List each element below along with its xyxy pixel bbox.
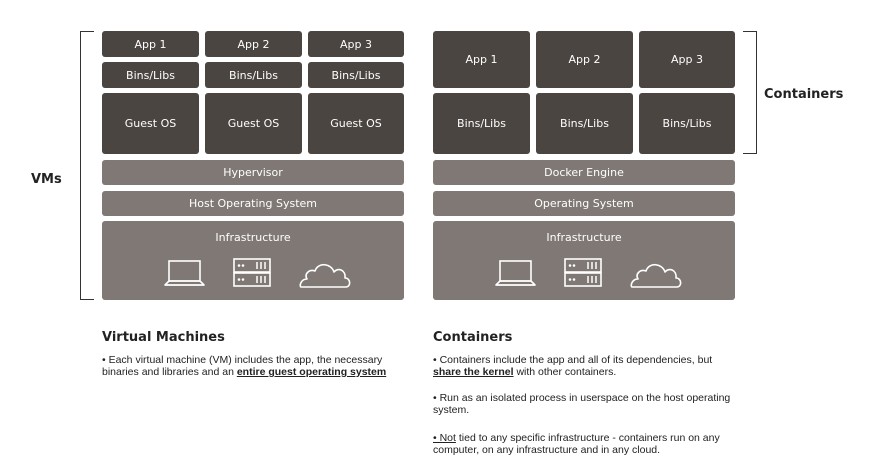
vm-bracket — [80, 31, 94, 300]
container-infrastructure-label: Infrastructure — [546, 231, 622, 244]
vm-host-os: Host Operating System — [102, 191, 404, 216]
containers-point-3: • Not tied to any specific infrastructur… — [433, 432, 743, 456]
docker-engine: Docker Engine — [433, 160, 735, 185]
containers-side-label: Containers — [764, 87, 844, 102]
vm-app-2: App 2 — [205, 31, 302, 57]
vm-bins-3: Bins/Libs — [308, 62, 404, 88]
containers-point-3-emphasis: • Not — [433, 432, 456, 444]
containers-heading: Containers — [433, 330, 513, 345]
vm-bins-1: Bins/Libs — [102, 62, 199, 88]
container-bins-1: Bins/Libs — [433, 93, 530, 154]
cloud-icon — [630, 263, 682, 288]
containers-point-1-emphasis: share the kernel — [433, 366, 514, 378]
container-os: Operating System — [433, 191, 735, 216]
vm-guest-os-2: Guest OS — [205, 93, 302, 154]
containers-bracket — [743, 31, 757, 154]
vm-app-1: App 1 — [102, 31, 199, 57]
cloud-icon — [299, 263, 351, 288]
containers-point-3-text: tied to any specific infrastructure - co… — [433, 432, 720, 456]
containers-point-1-text: • Containers include the app and all of … — [433, 354, 713, 366]
server-icon — [564, 258, 602, 287]
vm-description-emphasis: entire guest operating system — [236, 366, 387, 378]
containers-point-2: • Run as an isolated process in userspac… — [433, 392, 733, 416]
container-app-2: App 2 — [536, 31, 633, 88]
container-app-1: App 1 — [433, 31, 530, 88]
container-app-3: App 3 — [639, 31, 735, 88]
vm-bins-2: Bins/Libs — [205, 62, 302, 88]
vm-infrastructure: Infrastructure — [102, 221, 404, 300]
containers-point-1-suffix: with other containers. — [513, 366, 617, 378]
container-infrastructure: Infrastructure — [433, 221, 735, 300]
vm-infrastructure-label: Infrastructure — [215, 231, 291, 244]
vm-guest-os-1: Guest OS — [102, 93, 199, 154]
laptop-icon — [495, 260, 536, 286]
vm-description-text: • Each virtual machine (VM) includes the… — [102, 354, 383, 378]
container-bins-3: Bins/Libs — [639, 93, 735, 154]
vm-app-3: App 3 — [308, 31, 404, 57]
containers-point-2-text: • Run as an isolated process in userspac… — [433, 392, 731, 416]
vm-side-label: VMs — [31, 172, 62, 187]
vm-guest-os-3: Guest OS — [308, 93, 404, 154]
vm-description: • Each virtual machine (VM) includes the… — [102, 354, 387, 378]
containers-point-1: • Containers include the app and all of … — [433, 354, 733, 378]
server-icon — [233, 258, 271, 287]
vm-hypervisor: Hypervisor — [102, 160, 404, 185]
vm-heading: Virtual Machines — [102, 330, 225, 345]
container-bins-2: Bins/Libs — [536, 93, 633, 154]
laptop-icon — [164, 260, 205, 286]
